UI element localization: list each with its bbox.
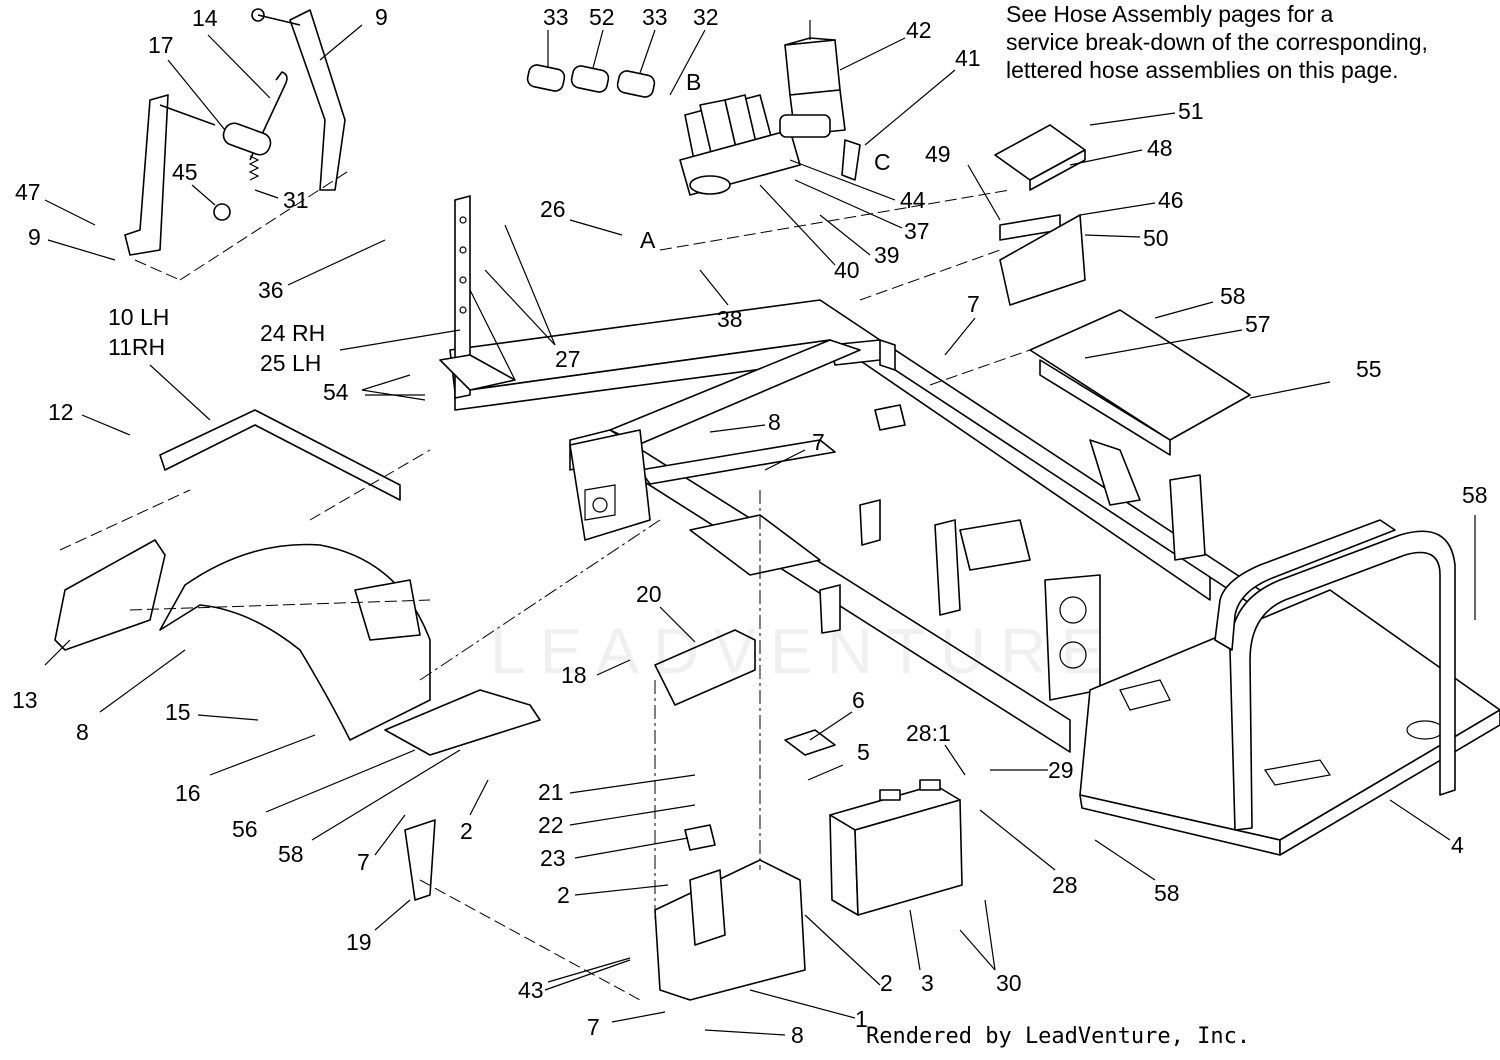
callout-labels: 33 52 33 32 42 41 14 9 17 45 31 47 9 49 … bbox=[12, 4, 1488, 1048]
callout-19: 19 bbox=[346, 929, 372, 955]
battery-assembly bbox=[419, 490, 963, 1001]
callout-58: 58 bbox=[1462, 482, 1488, 508]
note-line-1: See Hose Assembly pages for a bbox=[1006, 1, 1334, 27]
callout-33: 33 bbox=[642, 4, 668, 30]
callout-20: 20 bbox=[636, 581, 662, 607]
callout-57: 57 bbox=[1245, 311, 1271, 337]
callout-2: 2 bbox=[880, 970, 893, 996]
callout-41: 41 bbox=[955, 45, 981, 71]
watermark: LEADVENTURE bbox=[490, 615, 1117, 687]
callout-5: 5 bbox=[857, 739, 870, 765]
callout-55: 55 bbox=[1356, 356, 1382, 382]
callout-17: 17 bbox=[148, 32, 174, 58]
hose-letter-c: C bbox=[874, 149, 891, 175]
callout-23: 23 bbox=[540, 845, 566, 871]
callout-47: 47 bbox=[15, 179, 41, 205]
callout-31: 31 bbox=[283, 187, 309, 213]
callout-13: 13 bbox=[12, 687, 38, 713]
callout-56: 56 bbox=[232, 816, 258, 842]
callout-4: 4 bbox=[1451, 832, 1464, 858]
fender-assembly bbox=[54, 409, 541, 901]
callout-58: 58 bbox=[1220, 283, 1246, 309]
callout-33: 33 bbox=[543, 4, 569, 30]
hose-assembly-note: See Hose Assembly pages for a service br… bbox=[1006, 0, 1496, 84]
callout-29: 29 bbox=[1048, 757, 1074, 783]
callout-54: 54 bbox=[323, 379, 349, 405]
callout-6: 6 bbox=[852, 687, 865, 713]
callout-3: 3 bbox=[921, 970, 934, 996]
callout-7: 7 bbox=[357, 849, 370, 875]
main-frame bbox=[439, 195, 1261, 753]
control-levers bbox=[124, 8, 351, 281]
callout-45: 45 bbox=[172, 159, 198, 185]
callout-8: 8 bbox=[791, 1022, 804, 1048]
callout-12: 12 bbox=[48, 399, 74, 425]
callout-40: 40 bbox=[834, 257, 860, 283]
callout-7: 7 bbox=[967, 291, 980, 317]
callout-24-rh: 24 RH bbox=[260, 320, 325, 346]
callout-14: 14 bbox=[192, 5, 218, 31]
callout-25-lh: 25 LH bbox=[260, 350, 321, 376]
callout-46: 46 bbox=[1158, 187, 1184, 213]
callout-26: 26 bbox=[540, 196, 566, 222]
callout-11rh: 11RH bbox=[108, 334, 165, 360]
callout-2: 2 bbox=[557, 882, 570, 908]
callout-18: 18 bbox=[561, 662, 587, 688]
leader-lines bbox=[44, 24, 1476, 1036]
callout-39: 39 bbox=[874, 242, 900, 268]
callout-9: 9 bbox=[375, 4, 388, 30]
callout-16: 16 bbox=[175, 780, 201, 806]
render-credit: Rendered by LeadVenture, Inc. bbox=[866, 1024, 1251, 1049]
callout-44: 44 bbox=[900, 187, 926, 213]
callout-48: 48 bbox=[1147, 135, 1173, 161]
callout-28-1: 28:1 bbox=[906, 720, 951, 746]
callout-8: 8 bbox=[76, 719, 89, 745]
callout-7: 7 bbox=[812, 429, 825, 455]
callout-10-lh: 10 LH bbox=[108, 304, 169, 330]
callout-8: 8 bbox=[768, 409, 781, 435]
callout-15: 15 bbox=[165, 699, 191, 725]
callout-22: 22 bbox=[538, 812, 564, 838]
rear-platform bbox=[1079, 519, 1500, 856]
callout-9: 9 bbox=[28, 224, 41, 250]
callout-32: 32 bbox=[693, 4, 719, 30]
valve-assembly bbox=[526, 20, 1011, 251]
callout-58: 58 bbox=[278, 841, 304, 867]
callout-30: 30 bbox=[996, 970, 1022, 996]
callout-1: 1 bbox=[855, 1006, 868, 1032]
note-line-3: lettered hose assemblies on this page. bbox=[1006, 57, 1399, 83]
callout-27: 27 bbox=[555, 346, 581, 372]
callout-43: 43 bbox=[518, 977, 544, 1003]
callout-58: 58 bbox=[1154, 880, 1180, 906]
callout-21: 21 bbox=[538, 779, 564, 805]
callout-42: 42 bbox=[906, 17, 932, 43]
callout-2: 2 bbox=[460, 818, 473, 844]
callout-49: 49 bbox=[925, 141, 951, 167]
callout-37: 37 bbox=[904, 218, 930, 244]
hose-letter-a: A bbox=[640, 227, 656, 253]
right-brackets bbox=[859, 124, 1251, 456]
note-line-2: service break-down of the corresponding, bbox=[1006, 29, 1428, 55]
hose-letter-b: B bbox=[686, 69, 701, 95]
callout-28: 28 bbox=[1052, 872, 1078, 898]
callout-36: 36 bbox=[258, 277, 284, 303]
callout-50: 50 bbox=[1143, 225, 1169, 251]
callout-38: 38 bbox=[717, 306, 743, 332]
callout-7: 7 bbox=[587, 1014, 600, 1040]
callout-52: 52 bbox=[589, 4, 615, 30]
callout-51: 51 bbox=[1178, 98, 1204, 124]
